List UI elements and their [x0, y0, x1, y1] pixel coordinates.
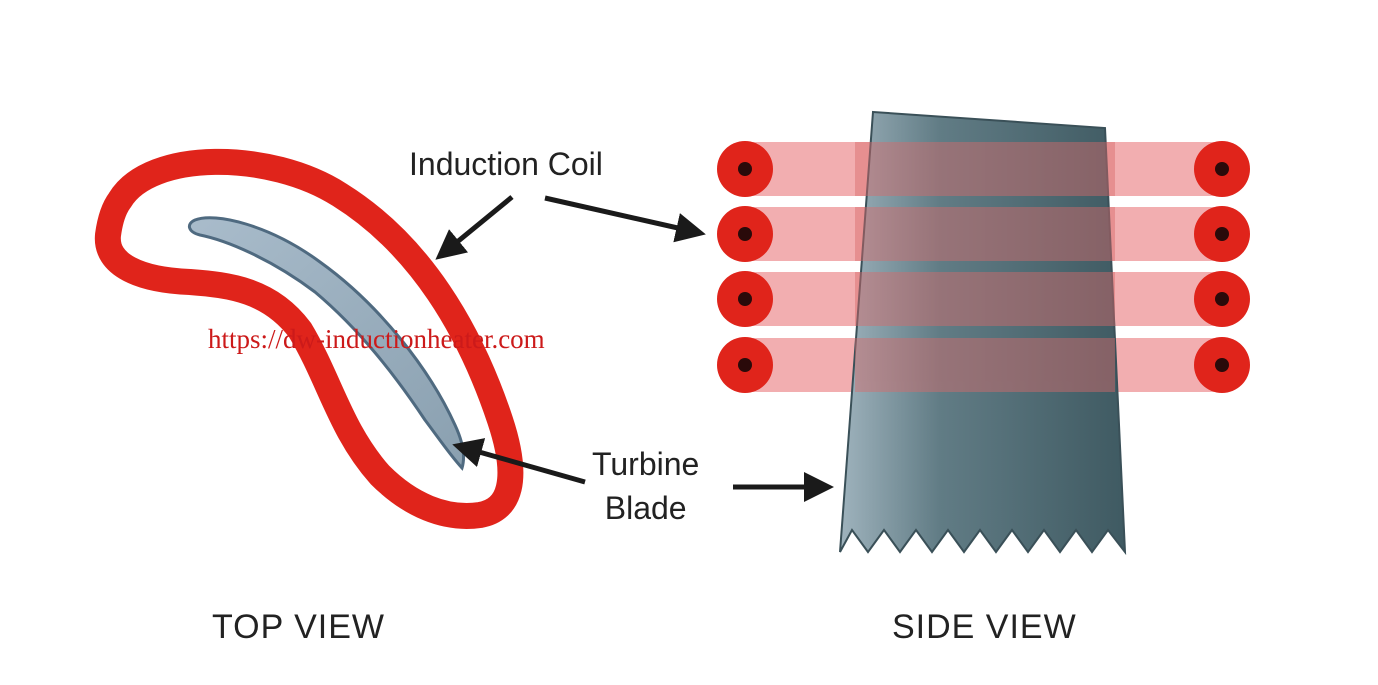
conductor-core-icon [1215, 358, 1229, 372]
conductor-core-icon [738, 292, 752, 306]
top-view-caption: TOP VIEW [212, 608, 386, 646]
coil-band-overlay [855, 207, 1115, 261]
top-view-coil-ring [94, 148, 524, 529]
conductor-core-icon [738, 358, 752, 372]
conductor-core-icon [738, 162, 752, 176]
turbine-blade-label-line2: Blade [604, 490, 687, 526]
coil-band-overlay [855, 338, 1115, 392]
side-view-caption: SIDE VIEW [892, 608, 1077, 646]
arrow-coil-to-side-view [544, 195, 706, 243]
arrow-coil-to-top-view [435, 195, 514, 260]
side-view-coil-overlay [855, 142, 1115, 392]
conductor-core-icon [1215, 227, 1229, 241]
induction-coil-label: Induction Coil [409, 146, 603, 182]
turbine-blade-label-line1: Turbine [592, 446, 700, 482]
coil-band-overlay [855, 142, 1115, 196]
arrow-blade-to-top-view [452, 438, 586, 485]
watermark-url: https://dw-inductionheater.com [208, 324, 545, 354]
conductor-core-icon [738, 227, 752, 241]
conductor-core-icon [1215, 292, 1229, 306]
side-view-turbine-blade [839, 110, 1127, 556]
top-view-airfoil [187, 216, 466, 471]
coil-band-overlay [855, 272, 1115, 326]
side-view-conductors [717, 141, 1250, 393]
arrows [435, 195, 834, 502]
conductor-core-icon [1215, 162, 1229, 176]
turbine-blade-label: Turbine Blade [592, 442, 699, 530]
